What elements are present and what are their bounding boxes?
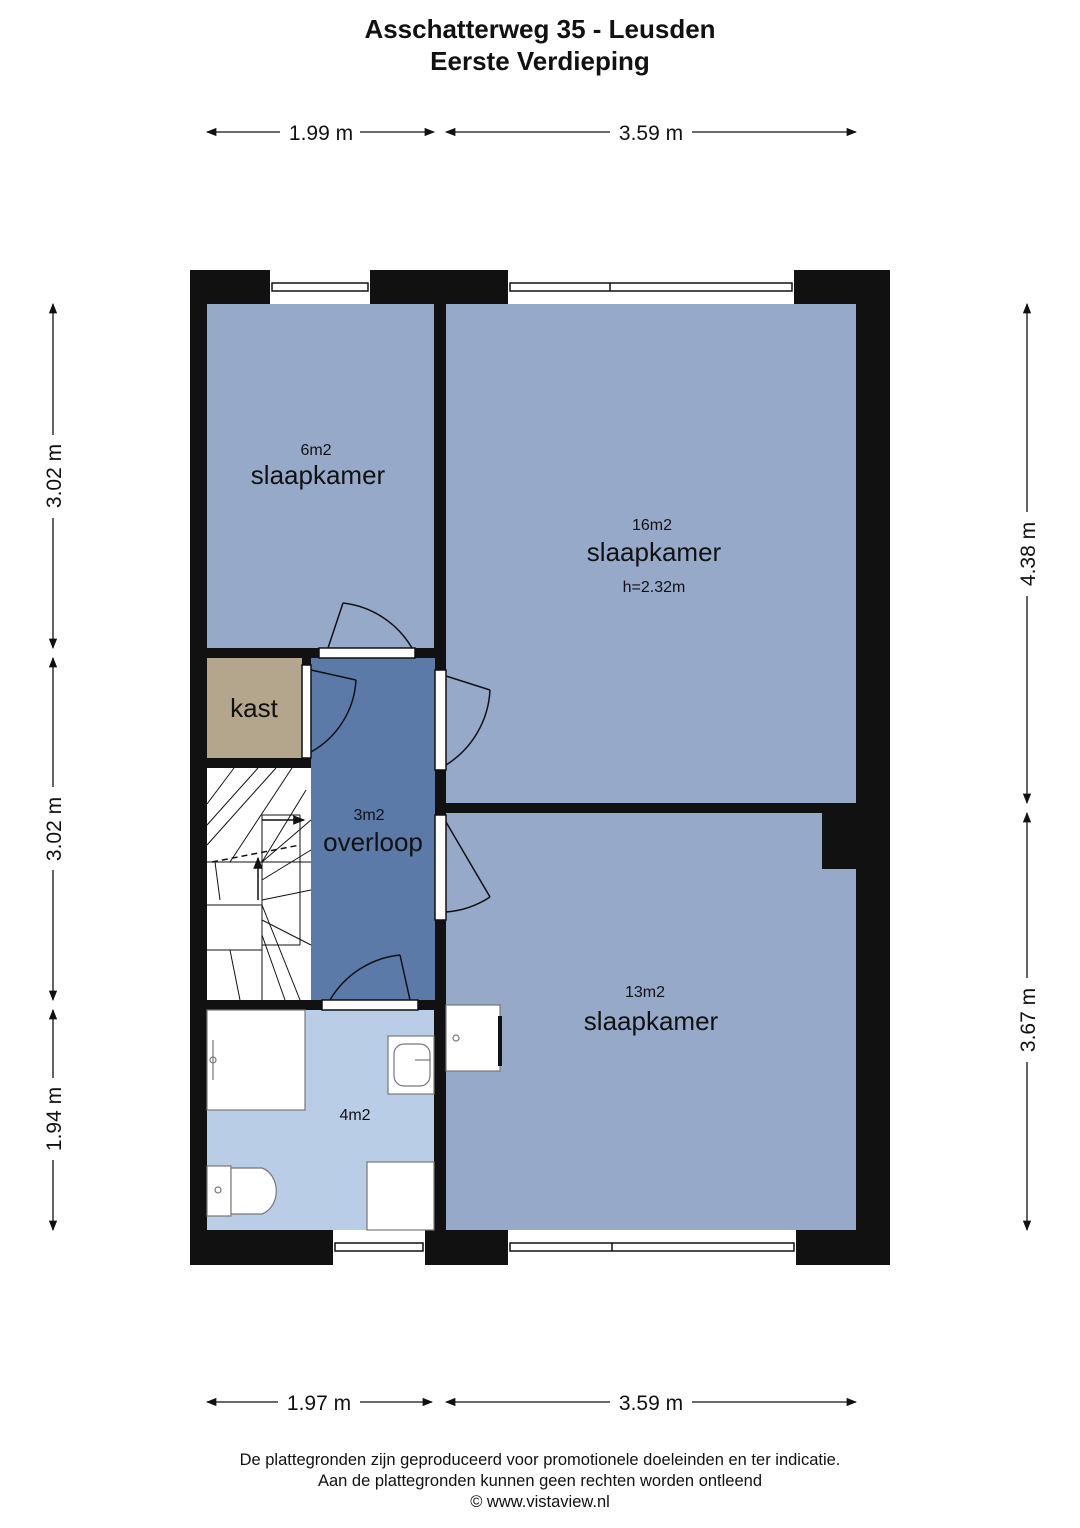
- shower: [206, 1009, 306, 1111]
- dimension-left-middle-label: 3.02 m: [43, 797, 66, 861]
- disclaimer-line-2: Aan de plattegronden kunnen geen rechten…: [317, 1472, 763, 1490]
- window-top-left: [270, 270, 370, 304]
- washbasin: [387, 1035, 435, 1095]
- door-small-bedroom: [318, 602, 416, 659]
- stair-direction-arrow: [211, 815, 306, 900]
- sink-unit-bedroom: [445, 1004, 502, 1072]
- bedroom-large-label: slaapkamer: [587, 537, 722, 567]
- bedroom-small-label: slaapkamer: [251, 460, 386, 490]
- landing-area: 3m2: [353, 807, 384, 824]
- bedroom-small-room: [207, 304, 434, 648]
- bedroom-small-area: 6m2: [300, 442, 331, 459]
- copyright-link[interactable]: © www.vistaview.nl: [470, 1493, 610, 1511]
- closet-label: kast: [230, 693, 278, 723]
- bedroom-large-room: [446, 304, 856, 803]
- dimension-bottom-left-label: 1.97 m: [287, 1392, 351, 1415]
- landing-room: [311, 658, 435, 1000]
- plan-address-title: Asschatterweg 35 - Leusden: [364, 14, 716, 44]
- door-bottom-bedroom: [434, 814, 491, 921]
- landing-label: overloop: [323, 827, 423, 857]
- disclaimer-line-1: De plattegronden zijn geproduceerd voor …: [239, 1451, 841, 1469]
- bedroom-bottom-room: [446, 813, 856, 1230]
- door-closet: [301, 664, 357, 759]
- door-bathroom: [321, 954, 419, 1011]
- bedroom-large-area: 16m2: [632, 517, 672, 534]
- dimension-right-bottom-label: 3.67 m: [1017, 988, 1040, 1052]
- dimension-top-left-label: 1.99 m: [289, 122, 353, 145]
- window-bottom-right: [508, 1230, 796, 1265]
- staircase: [206, 767, 312, 1001]
- dimension-bottom-right-label: 3.59 m: [619, 1392, 683, 1415]
- dimension-right-top-label: 4.38 m: [1017, 522, 1040, 586]
- bedroom-bottom-label: slaapkamer: [584, 1006, 719, 1036]
- dimension-left-bottom-label: 1.94 m: [43, 1087, 66, 1151]
- toilet: [206, 1165, 277, 1217]
- dimension-top-right-label: 3.59 m: [619, 122, 683, 145]
- closet-room: [207, 658, 302, 758]
- bedroom-large-height: h=2.32m: [623, 579, 686, 596]
- window-bottom-left: [333, 1230, 425, 1265]
- door-large-bedroom: [434, 669, 491, 771]
- window-top-right: [508, 270, 794, 304]
- dimension-left-top-label: 3.02 m: [43, 444, 66, 508]
- staircase-area: [207, 768, 311, 1000]
- bedroom-bottom-area: 13m2: [625, 984, 665, 1001]
- plan-floor-title: Eerste Verdieping: [430, 46, 650, 76]
- washing-machine: [366, 1161, 435, 1231]
- bathroom-area: 4m2: [339, 1107, 370, 1124]
